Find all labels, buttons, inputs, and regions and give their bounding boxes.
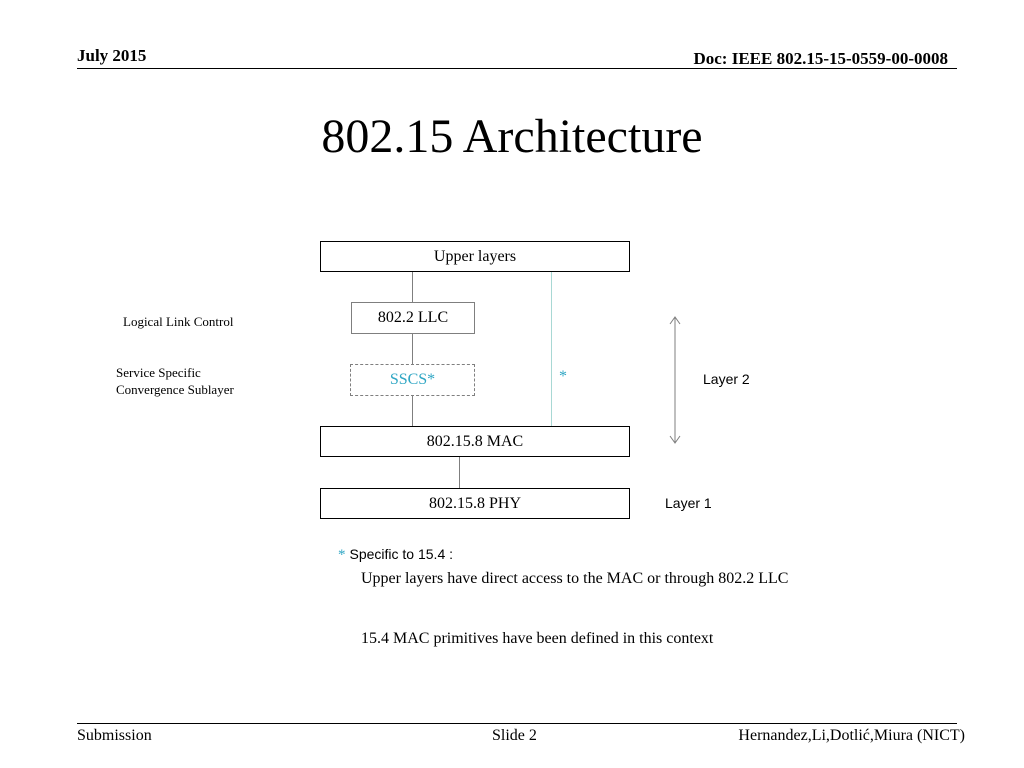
mac-box: 802.15.8 MAC	[320, 426, 630, 457]
footer-rule	[77, 723, 957, 724]
notes-heading: * Specific to 15.4 :	[338, 546, 453, 564]
phy-box: 802.15.8 PHY	[320, 488, 630, 519]
connector-upper-llc	[412, 271, 413, 302]
note-direct-access: Upper layers have direct access to the M…	[361, 570, 789, 587]
layer1-label: Layer 1	[665, 495, 712, 511]
layer2-label: Layer 2	[703, 371, 750, 387]
layer2-double-arrow	[669, 316, 681, 444]
footer-authors: Hernandez,Li,Dotlić,Miura (NICT)	[738, 727, 965, 744]
sscs-side-label-line1: Service Specific	[116, 365, 201, 380]
note-mac-primitives: 15.4 MAC primitives have been defined in…	[361, 630, 714, 647]
footer-submission: Submission	[77, 727, 152, 744]
connector-mac-phy	[459, 457, 460, 488]
direct-access-asterisk: *	[559, 368, 567, 385]
header-rule	[77, 68, 957, 69]
sscs-side-label: Service Specific Convergence Sublayer	[116, 364, 234, 398]
sscs-label: SSCS*	[389, 371, 436, 388]
notes-heading-text: Specific to 15.4 :	[349, 546, 454, 562]
sscs-side-label-line2: Convergence Sublayer	[116, 382, 234, 397]
connector-llc-sscs	[412, 333, 413, 364]
footer-slide-number: Slide 2	[492, 727, 537, 744]
header-date: July 2015	[77, 46, 147, 65]
mac-label: 802.15.8 MAC	[426, 432, 524, 450]
sscs-box: SSCS*	[350, 364, 475, 396]
phy-label: 802.15.8 PHY	[428, 494, 521, 512]
upper-layers-label: Upper layers	[433, 247, 517, 265]
notes-asterisk: *	[338, 547, 346, 563]
llc-box: 802.2 LLC	[351, 302, 475, 334]
connector-sscs-mac	[412, 396, 413, 426]
direct-access-line	[551, 271, 552, 426]
llc-side-label: Logical Link Control	[123, 314, 234, 329]
llc-label: 802.2 LLC	[377, 309, 449, 326]
upper-layers-box: Upper layers	[320, 241, 630, 272]
header-doc-id: Doc: IEEE 802.15-15-0559-00-0008	[693, 49, 948, 68]
slide-title: 802.15 Architecture	[321, 110, 703, 163]
